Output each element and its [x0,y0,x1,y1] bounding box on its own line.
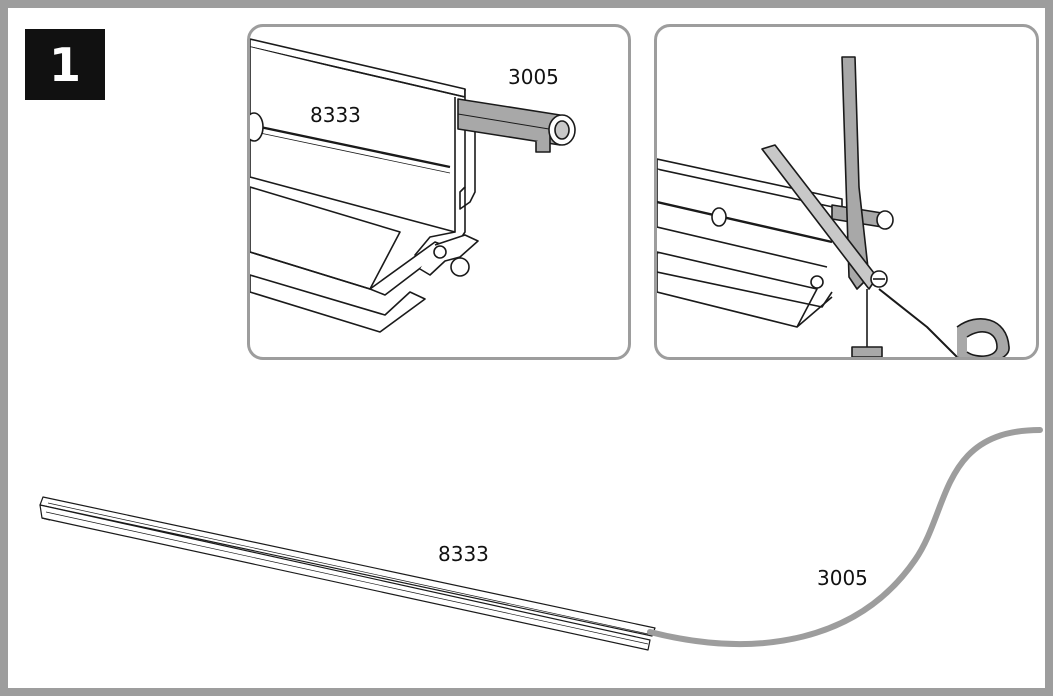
insert-label-3005: 3005 [508,65,559,89]
detail-inset-cutting [654,24,1039,360]
step-number-badge: 1 [25,29,105,100]
overview-insert-label-3005: 3005 [817,566,868,590]
overview-profile-label-8333: 8333 [438,542,489,566]
profile-insert-illustration [250,38,576,333]
detail-inset-profile-insert: 8333 3005 [247,24,631,360]
step-number: 1 [48,37,81,92]
profile-label-8333: 8333 [310,103,361,127]
cutting-illustration [657,56,1010,357]
